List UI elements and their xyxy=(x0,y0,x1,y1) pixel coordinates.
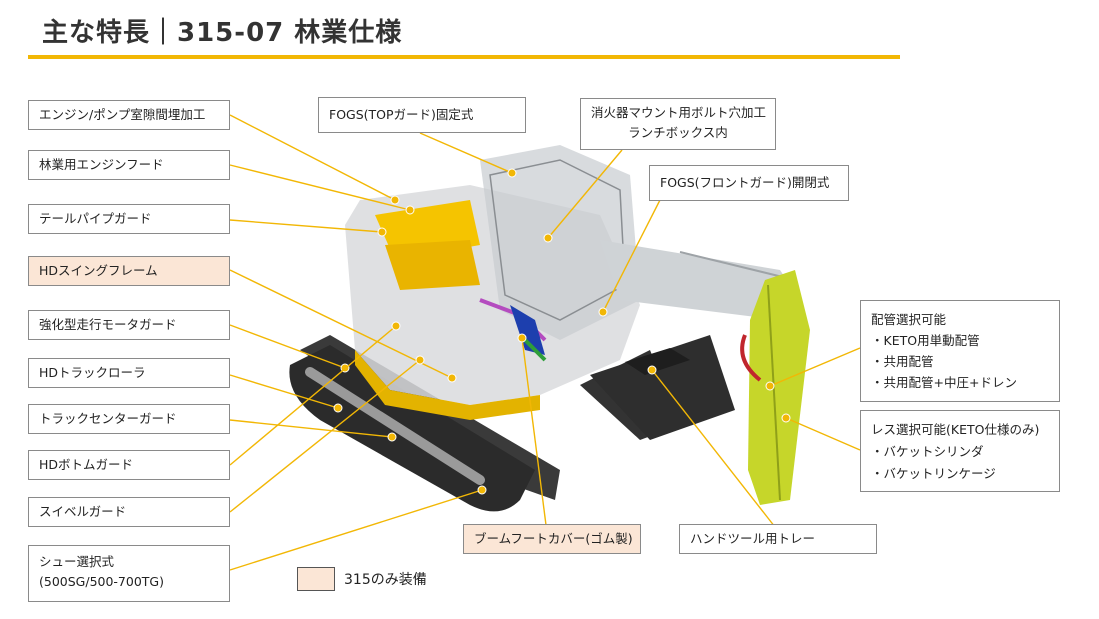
callout-track-center-guard: トラックセンターガード xyxy=(28,404,230,434)
callout-text: FOGS(フロントガード)開閉式 xyxy=(660,175,830,190)
callout-text: スイベルガード xyxy=(39,504,127,519)
callout-swivel-guard: スイベルガード xyxy=(28,497,230,527)
callout-text: 強化型走行モータガード xyxy=(39,317,177,332)
callout-text: ・バケットシリンダ xyxy=(871,444,984,459)
callout-hd-track-roller: HDトラックローラ xyxy=(28,358,230,388)
callout-text: FOGS(TOPガード)固定式 xyxy=(329,107,474,122)
callout-text: 消火器マウント用ボルト穴加工 xyxy=(591,105,767,120)
excavator-illustration xyxy=(289,145,810,512)
legend-label: 315のみ装備 xyxy=(344,572,427,588)
title-underline xyxy=(28,55,900,59)
callout-text: HDスイングフレーム xyxy=(39,263,158,278)
callout-text: HDボトムガード xyxy=(39,457,134,472)
callout-text: ランチボックス内 xyxy=(628,125,728,140)
callout-text: ・共用配管+中圧+ドレン xyxy=(871,375,1017,390)
callout-shoe-selection: シュー選択式 (500SG/500-700TG) xyxy=(28,545,230,602)
callout-less-options: レス選択可能(KETO仕様のみ) ・バケットシリンダ ・バケットリンケージ xyxy=(860,410,1060,492)
callout-text: エンジン/ポンプ室隙間埋加工 xyxy=(39,107,206,122)
callout-text: 林業用エンジンフード xyxy=(39,157,164,172)
page-title: 主な特長｜315-07 林業仕様 xyxy=(42,18,403,48)
callout-text: ・共用配管 xyxy=(871,354,934,369)
callout-text: ・バケットリンケージ xyxy=(871,466,996,481)
callout-fogs-front-guard: FOGS(フロントガード)開閉式 xyxy=(649,165,849,201)
callout-text: ハンドツール用トレー xyxy=(690,531,816,546)
callout-text: トラックセンターガード xyxy=(39,411,177,426)
callout-text: シュー選択式 xyxy=(39,554,115,569)
callout-hand-tool-tray: ハンドツール用トレー xyxy=(679,524,877,554)
callout-text: 配管選択可能 xyxy=(871,312,947,327)
callout-hd-bottom-guard: HDボトムガード xyxy=(28,450,230,480)
callout-text: ・KETO用単動配管 xyxy=(871,333,980,348)
callout-text: ブームフートカバー(ゴム製) xyxy=(474,531,633,546)
callout-text: (500SG/500-700TG) xyxy=(39,574,164,589)
callout-fogs-top-guard: FOGS(TOPガード)固定式 xyxy=(318,97,526,133)
callout-travel-motor-guard: 強化型走行モータガード xyxy=(28,310,230,340)
callout-tailpipe-guard: テールパイプガード xyxy=(28,204,230,234)
callout-text: テールパイプガード xyxy=(39,211,152,226)
callout-text: HDトラックローラ xyxy=(39,365,146,380)
leader-lines xyxy=(229,114,861,571)
callout-piping-options: 配管選択可能 ・KETO用単動配管 ・共用配管 ・共用配管+中圧+ドレン xyxy=(860,300,1060,402)
callout-boom-foot-cover: ブームフートカバー(ゴム製) xyxy=(463,524,641,554)
callout-extinguisher-mount: 消火器マウント用ボルト穴加工 ランチボックス内 xyxy=(580,98,776,150)
callout-hd-swing-frame: HDスイングフレーム xyxy=(28,256,230,286)
callout-engine-pump-gap-fill: エンジン/ポンプ室隙間埋加工 xyxy=(28,100,230,130)
callout-text: レス選択可能(KETO仕様のみ) xyxy=(871,422,1040,437)
callout-forestry-engine-hood: 林業用エンジンフード xyxy=(28,150,230,180)
legend-swatch xyxy=(297,567,335,591)
